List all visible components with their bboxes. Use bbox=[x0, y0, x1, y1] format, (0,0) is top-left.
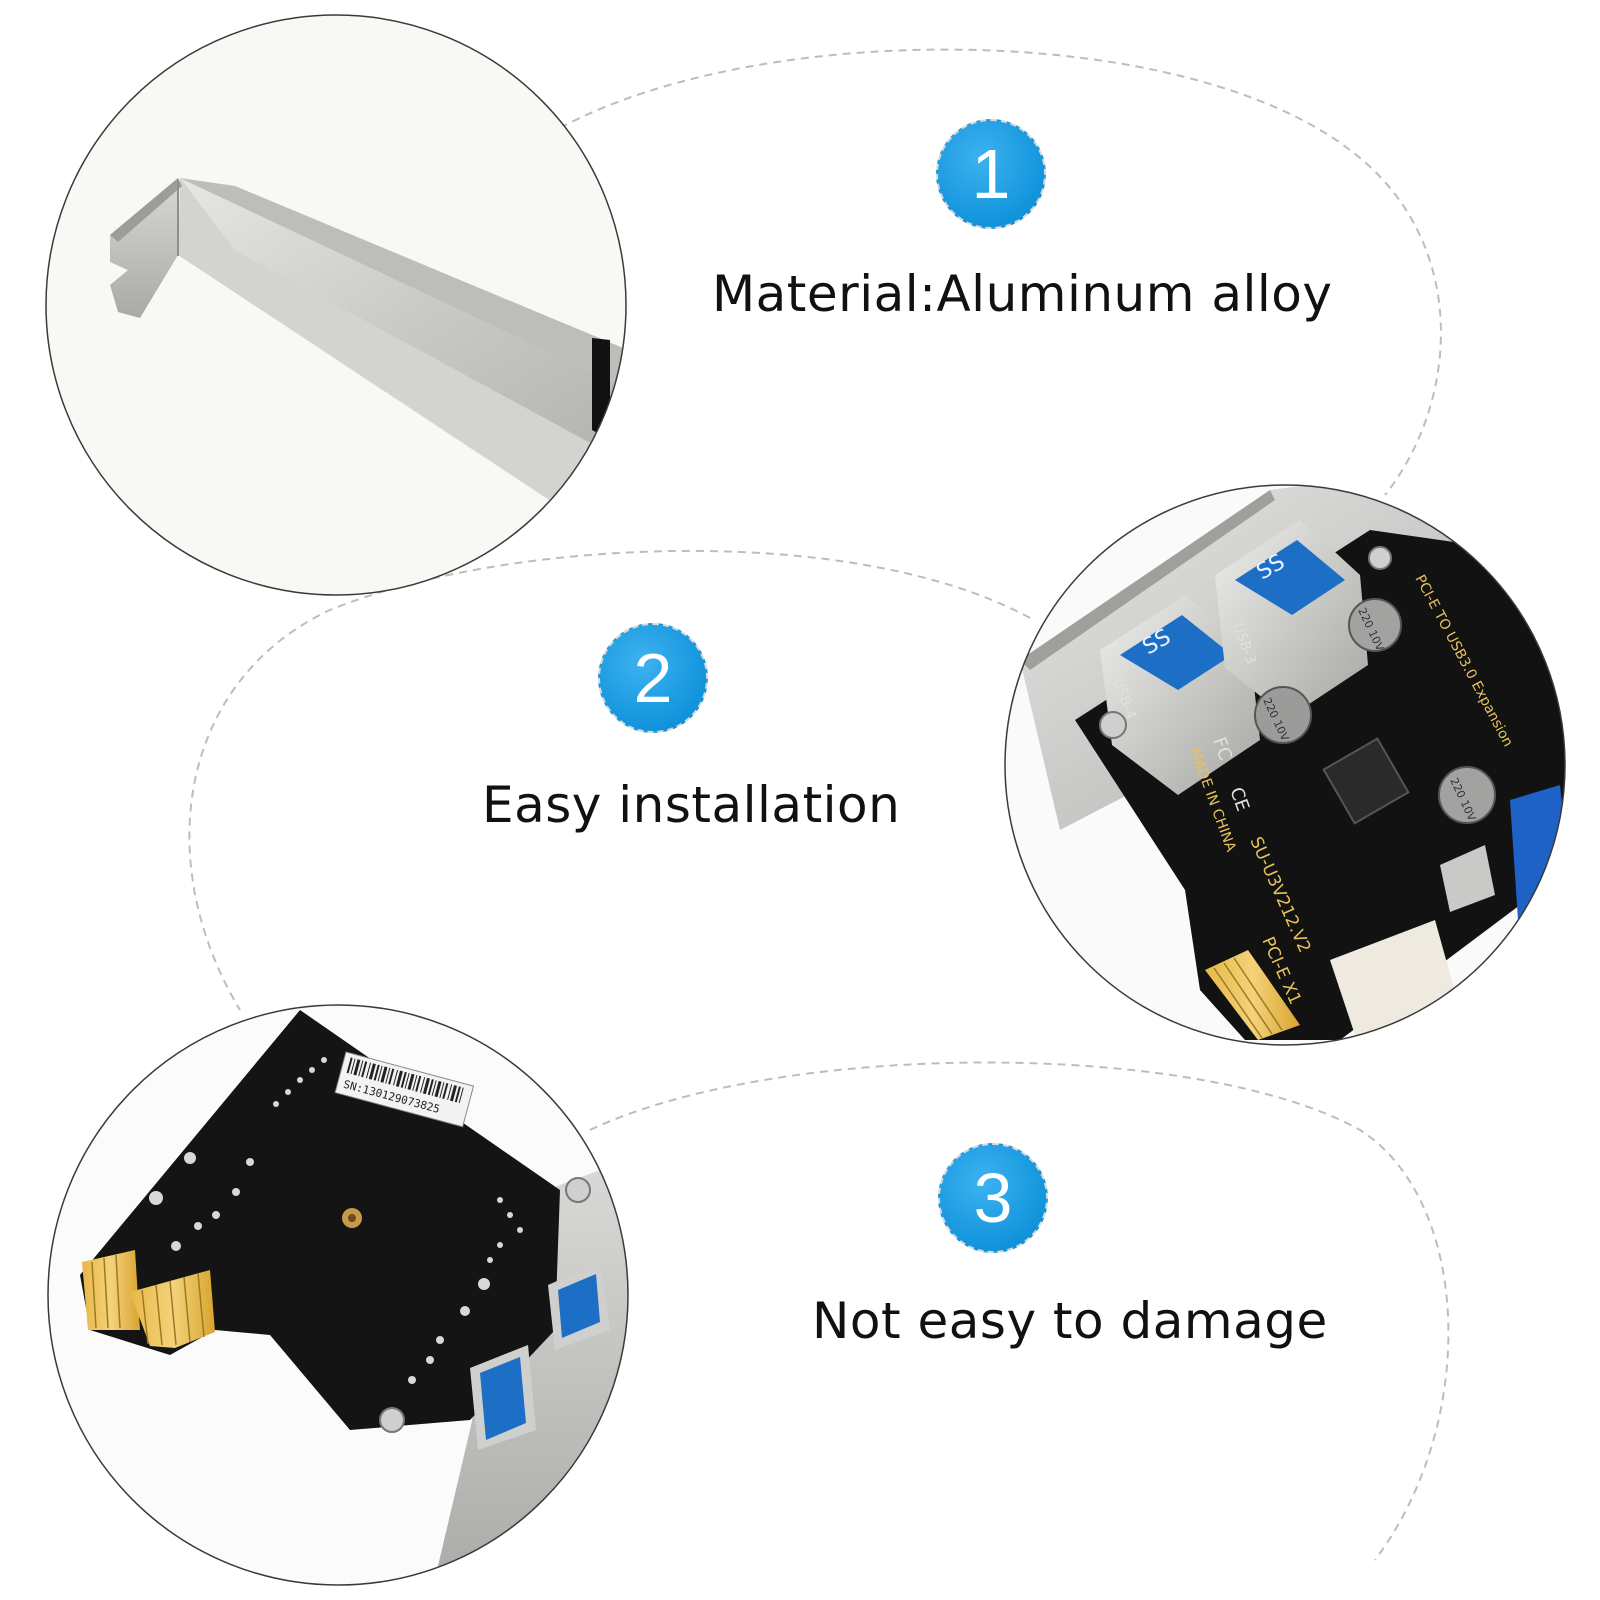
pcb-back-photo: SN:130129073825 bbox=[47, 1004, 629, 1586]
dashed-connectors bbox=[188, 48, 1450, 1561]
usb-port-3: SS bbox=[1215, 520, 1368, 718]
feature-text-durability: Not easy to damage bbox=[812, 1292, 1328, 1350]
usb-port-4: SS bbox=[1100, 595, 1260, 795]
pcb-components bbox=[149, 1057, 523, 1384]
bracket-photo bbox=[45, 14, 627, 596]
feature-text-material: Material:Aluminum alloy bbox=[712, 265, 1333, 323]
mounting-screws bbox=[1099, 546, 1392, 739]
feature-text-installation: Easy installation bbox=[482, 776, 901, 834]
pcb-front-photo: SS SS PCI-E TO USB3.0 Expansion bbox=[1004, 484, 1566, 1046]
feature-number-badge-3: 3 bbox=[938, 1143, 1048, 1253]
feature-number-badge-2: 2 bbox=[598, 623, 708, 733]
feature-number-badge-1: 1 bbox=[936, 119, 1046, 229]
usb-ports-side bbox=[470, 1262, 610, 1450]
capacitors bbox=[1254, 598, 1496, 824]
pcb-screws bbox=[379, 1177, 591, 1433]
